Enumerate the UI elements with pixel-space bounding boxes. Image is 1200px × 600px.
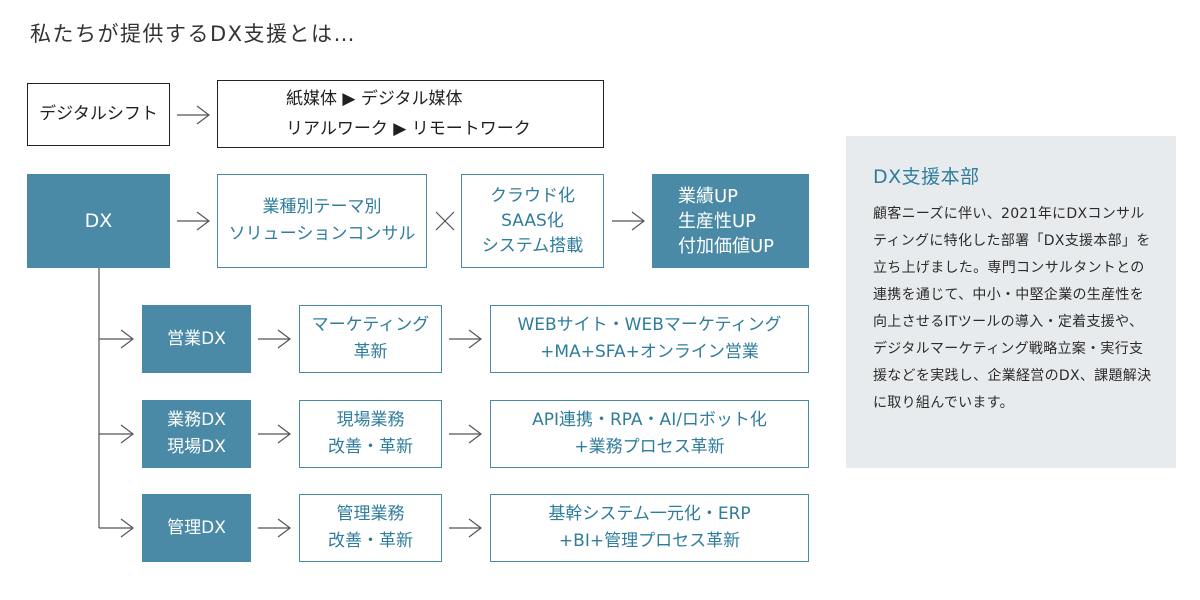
arrow-icon [177,211,210,231]
arrow-icon [99,424,134,444]
operations-dx-label: 業務DX [167,410,226,430]
shift-line: 紙媒体 ▶ デジタル媒体 [286,89,463,109]
digital-shift-label: デジタルシフト [39,104,158,124]
theme-line: マーケティング [311,315,430,335]
dx-box: DX [27,174,170,268]
digital-shift-box: デジタルシフト [27,83,170,146]
system-line: クラウド化 [490,185,575,206]
arrow-icon [177,105,210,125]
management-detail-box: 基幹システム一元化・ERP +BI+管理プロセス革新 [490,494,809,562]
sales-dx-box: 営業DX [142,305,251,373]
management-theme-box: 管理業務 改善・革新 [299,494,442,562]
theme-line: 管理業務 [336,504,405,524]
media-shift-box: 紙媒体 ▶ デジタル媒体 リアルワーク ▶ リモートワーク [217,80,604,148]
consulting-line: 業種別テーマ別 [262,197,382,217]
dx-department-panel: DX支援本部 顧客ニーズに伴い、2021年にDXコンサルティングに特化した部署「… [846,136,1176,468]
consulting-box: 業種別テーマ別 ソリューションコンサル [217,174,427,268]
sales-theme-box: マーケティング 革新 [299,305,442,373]
detail-line: WEBサイト・WEBマーケティング [517,315,782,335]
system-box: クラウド化 SAAS化 システム搭載 [461,174,604,268]
arrow-icon [258,518,291,538]
theme-line: 革新 [353,342,388,362]
sales-dx-label: 営業DX [167,328,226,349]
arrow-icon [258,329,291,349]
detail-line: +MA+SFA+オンライン営業 [540,342,759,362]
arrow-icon [449,424,482,444]
operations-dx-box: 業務DX 現場DX [142,400,251,468]
result-line: 付加価値UP [678,235,775,257]
arrow-icon [99,518,134,538]
operations-theme-box: 現場業務 改善・革新 [299,400,442,468]
detail-line: +BI+管理プロセス革新 [558,531,741,551]
panel-heading: DX支援本部 [873,166,980,188]
theme-line: 改善・革新 [328,531,413,551]
results-box: 業績UP 生産性UP 付加価値UP [652,174,809,268]
page-title: 私たちが提供するDX支援とは… [30,22,357,46]
dx-label: DX [84,209,113,232]
times-icon [435,211,455,231]
operations-detail-box: API連携・RPA・AI/ロボット化 +業務プロセス革新 [490,400,809,468]
arrow-icon [449,329,482,349]
sales-detail-box: WEBサイト・WEBマーケティング +MA+SFA+オンライン営業 [490,305,809,373]
result-line: 生産性UP [678,210,757,232]
arrow-icon [612,211,645,231]
management-dx-box: 管理DX [142,494,251,562]
arrow-icon [449,518,482,538]
arrow-icon [99,329,134,349]
arrow-icon [258,424,291,444]
system-line: システム搭載 [481,235,584,256]
detail-line: API連携・RPA・AI/ロボット化 [532,410,767,430]
field-dx-label: 現場DX [167,437,226,457]
detail-line: 基幹システム一元化・ERP [548,504,751,524]
result-line: 業績UP [678,185,739,207]
shift-line: リアルワーク ▶ リモートワーク [286,119,531,139]
management-dx-label: 管理DX [167,517,226,538]
theme-line: 現場業務 [336,410,405,430]
detail-line: +業務プロセス革新 [574,437,725,457]
consulting-line: ソリューションコンサル [228,224,416,244]
panel-description: 顧客ニーズに伴い、2021年にDXコンサルティングに特化した部署「DX支援本部」… [873,206,1152,411]
system-line: SAAS化 [501,210,564,231]
theme-line: 改善・革新 [328,437,413,457]
